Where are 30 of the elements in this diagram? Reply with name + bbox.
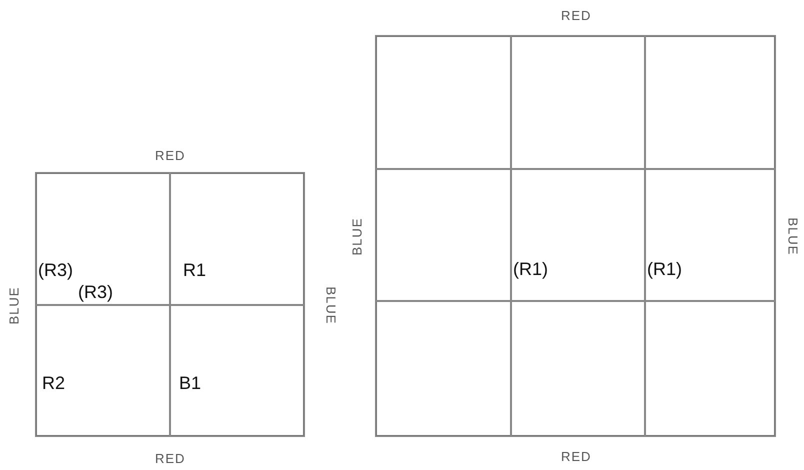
side-label: RED (155, 148, 186, 162)
grid-cell (645, 35, 776, 169)
grid-cell (645, 301, 776, 437)
side-label: RED (155, 452, 186, 464)
grid-cell (511, 35, 645, 169)
grid-cell (645, 169, 776, 301)
grid-frame (35, 172, 305, 437)
cell-label: (R3) (78, 283, 113, 301)
side-label: BLUE (350, 217, 364, 255)
cell-label: (R1) (513, 260, 548, 278)
side-label: RED (561, 450, 592, 462)
grid-frame (375, 35, 776, 437)
grid-cell (35, 305, 170, 437)
grid-cell (170, 305, 305, 437)
side-label: BLUE (786, 217, 800, 255)
side-label: BLUE (324, 286, 338, 324)
grid-cell (35, 172, 170, 305)
grid-cell (511, 301, 645, 437)
cell-label: R2 (42, 374, 66, 392)
side-label: RED (561, 8, 592, 22)
grid-cell (375, 169, 511, 301)
cell-label: R1 (183, 261, 206, 279)
grid-cell (375, 35, 511, 169)
grid-cell (170, 172, 305, 305)
cell-label: (R3) (38, 261, 73, 279)
side-label: BLUE (7, 286, 20, 324)
cell-label: B1 (179, 374, 202, 392)
cell-label: (R1) (647, 260, 682, 278)
grid-cell (511, 169, 645, 301)
grid-cell (375, 301, 511, 437)
